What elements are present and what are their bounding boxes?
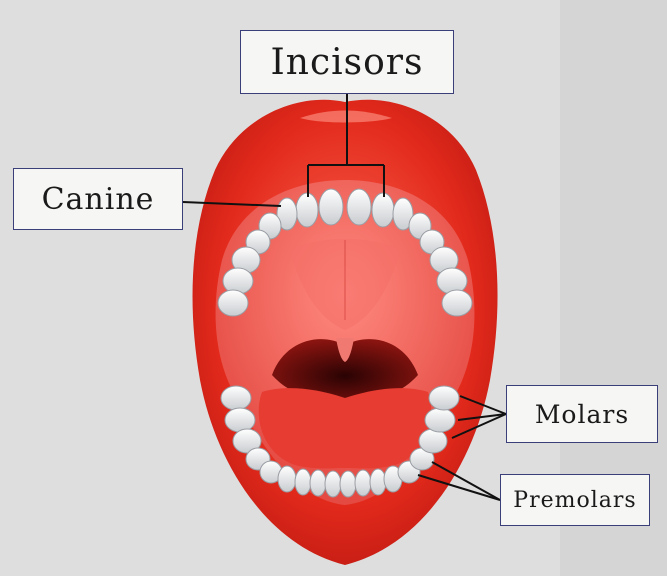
label-molars-text: Molars	[535, 400, 629, 429]
tongue	[259, 388, 432, 468]
label-premolars: Premolars	[500, 474, 650, 526]
label-incisors: Incisors	[240, 30, 454, 94]
label-canine-text: Canine	[42, 182, 155, 217]
label-canine: Canine	[13, 168, 183, 230]
label-incisors-text: Incisors	[271, 42, 424, 83]
label-premolars-text: Premolars	[513, 488, 636, 513]
label-molars: Molars	[506, 385, 658, 443]
